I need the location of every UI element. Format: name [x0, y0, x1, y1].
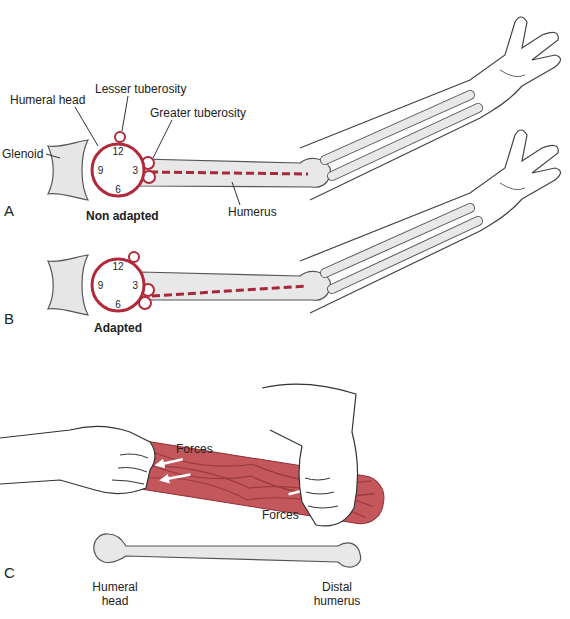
forearm	[300, 130, 561, 313]
clock-number: 9	[98, 166, 104, 176]
panel-letter: C	[4, 566, 15, 580]
right-hand	[262, 384, 358, 526]
force-arrow	[161, 470, 190, 484]
clock-number: 12	[112, 147, 123, 157]
humerus-shaft	[140, 271, 330, 300]
humerus-shaft	[140, 158, 330, 187]
panel-a-art	[46, 17, 561, 205]
radius-outline	[332, 221, 478, 289]
clock-number: 3	[133, 281, 139, 291]
force-label: Forces	[262, 508, 299, 522]
part-label: Humerus	[228, 205, 277, 219]
panel-c-art	[0, 384, 387, 567]
humerus-axis	[150, 172, 308, 174]
leader-line	[75, 107, 98, 146]
part-label: Glenoid	[2, 147, 43, 161]
forearm	[300, 17, 561, 200]
skin-outline	[300, 130, 561, 313]
palm-crease	[500, 70, 525, 77]
part-label: Lesser tuberosity	[95, 82, 186, 96]
clock-number: 6	[115, 185, 121, 195]
left-hand	[0, 426, 155, 493]
humeral-head-circle	[92, 144, 144, 196]
radius	[332, 221, 478, 289]
humerus-axis	[152, 286, 306, 296]
glenoid	[48, 140, 88, 200]
panel-letter: A	[4, 204, 14, 218]
clock-circle: 12 9 3 6	[90, 257, 146, 313]
finger-lines	[112, 454, 148, 484]
part-label: Humeral head	[84, 580, 146, 608]
force-arrow	[156, 455, 182, 469]
force-label: Forces	[176, 442, 213, 456]
palm-crease	[500, 183, 525, 190]
part-label: Distal humerus	[306, 580, 368, 608]
part-label: Greater tuberosity	[150, 106, 246, 120]
finger-lines	[305, 478, 338, 508]
radius	[332, 108, 478, 176]
lesser-tuberosity	[129, 252, 139, 262]
skin-outline	[300, 17, 561, 200]
leader-line	[46, 154, 60, 158]
clock-number: 12	[112, 262, 123, 272]
glenoid	[48, 255, 88, 315]
clock-circle: 12 9 3 6	[90, 142, 146, 198]
leader-line	[122, 96, 128, 131]
clock-number: 9	[98, 281, 104, 291]
panel-letter: B	[4, 312, 14, 326]
panel-caption: Non adapted	[86, 209, 159, 223]
clock-number: 3	[133, 166, 139, 176]
humerus-bone	[94, 534, 361, 567]
leader-line	[153, 120, 172, 158]
panel-b-art	[48, 130, 561, 315]
lesser-tuberosity	[115, 132, 125, 142]
humeral-head-circle	[92, 259, 144, 311]
part-label: Humeral head	[10, 93, 85, 107]
clock-number: 6	[115, 300, 121, 310]
panel-caption: Adapted	[94, 321, 142, 335]
leader-line	[232, 182, 240, 205]
radius-outline	[332, 108, 478, 176]
